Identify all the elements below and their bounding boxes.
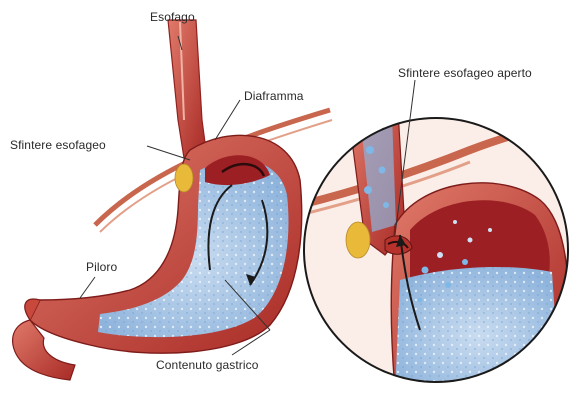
- label-sfintere-esofageo: Sfintere esofageo: [10, 138, 106, 152]
- label-diaframma: Diaframma: [244, 89, 304, 103]
- magnified-inset: [300, 110, 580, 392]
- label-piloro: Piloro: [86, 260, 117, 274]
- label-contenuto-gastrico: Contenuto gastrico: [156, 358, 259, 372]
- stomach-illustration: [13, 20, 332, 380]
- esophagus: [168, 20, 206, 158]
- label-sfintere-esofageo-aperto: Sfintere esofageo aperto: [398, 66, 532, 80]
- label-esofago: Esofago: [150, 10, 195, 24]
